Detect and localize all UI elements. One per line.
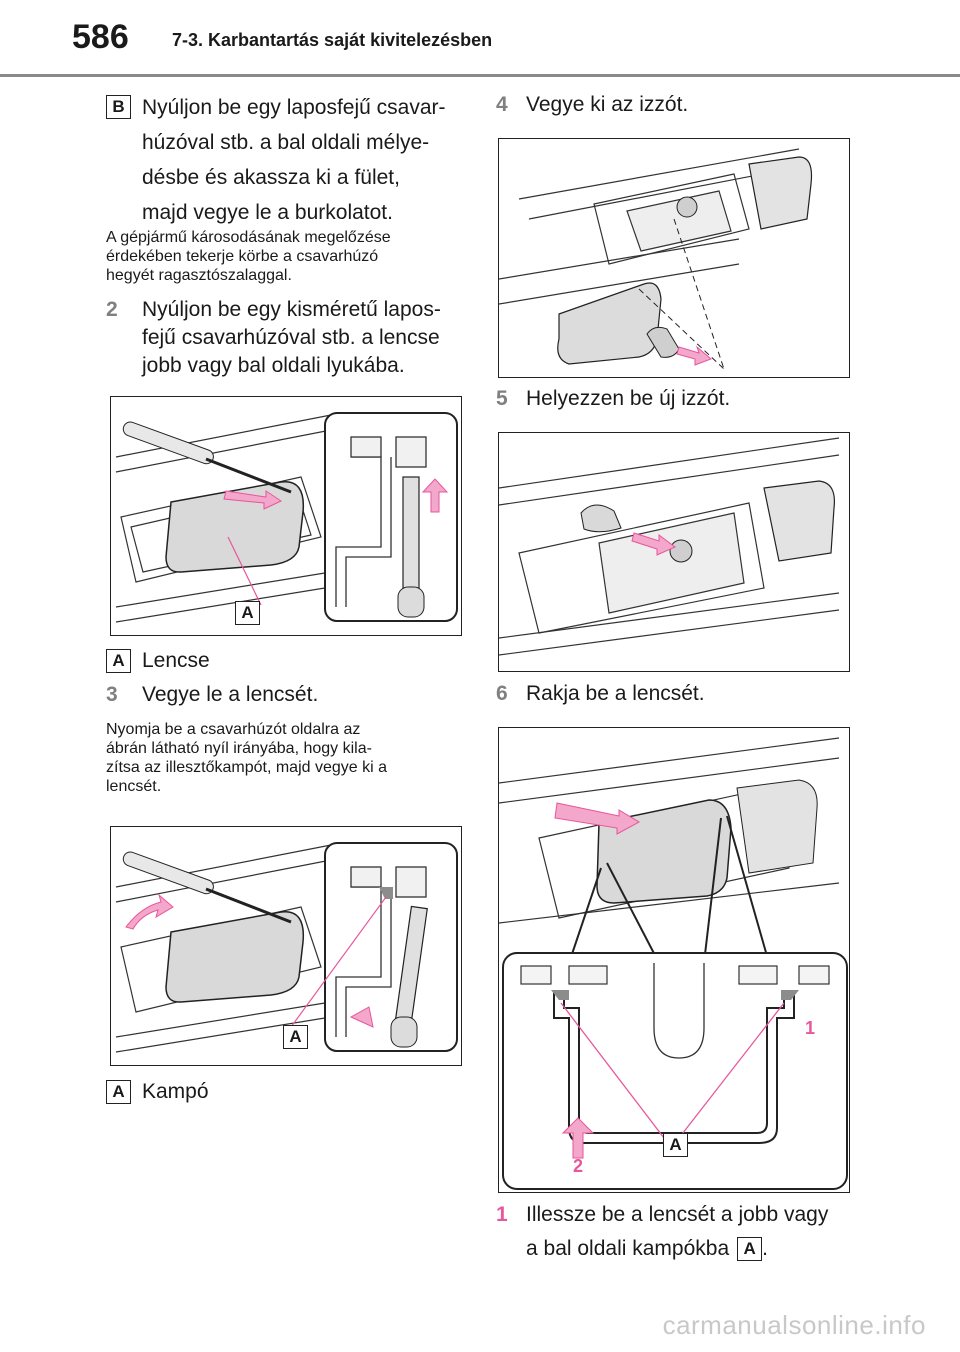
step-b-line: désbe és akassza ki a fület,	[142, 166, 400, 189]
figure-label-a: A	[283, 1025, 308, 1049]
figure-insert-screwdriver: A	[110, 396, 462, 636]
note-line: A gépjármű károsodásának megelőzése	[106, 229, 391, 246]
figure-remove-bulb	[498, 138, 850, 378]
step-2-line: jobb vagy bal oldali lyukába.	[142, 354, 405, 377]
step-b-marker-box: B	[106, 95, 131, 119]
step-b-line: húzóval stb. a bal oldali mélye-	[142, 131, 430, 154]
step-b-line: majd vegye le a burkolatot.	[142, 201, 393, 224]
note-line: Nyomja be a csavarhúzót oldalra az	[106, 721, 361, 738]
legend-hook: Kampó	[142, 1080, 209, 1103]
footer: carmanualsonline.info	[0, 1300, 960, 1352]
callout-number-2: 2	[573, 1156, 584, 1176]
header-rule	[0, 74, 960, 77]
note-line: lencsét.	[106, 778, 162, 795]
page-number: 586	[72, 18, 129, 56]
note-line: zítsa az illesztőkampót, majd vegye ki a	[106, 759, 388, 776]
step-2-line: fejű csavarhúzóval stb. a lencse	[142, 326, 440, 349]
substep-1-text: a bal oldali kampókba	[526, 1237, 730, 1260]
substep-1-marker: A	[737, 1237, 763, 1261]
figure-remove-lens: A	[110, 826, 462, 1066]
substep-1-line1: Illessze be a lencsét a jobb vagy	[526, 1203, 829, 1226]
step-2-number: 2	[106, 298, 118, 321]
substep-1-end: .	[762, 1237, 768, 1260]
note-tape: A gépjármű károsodásának megelőzése érde…	[106, 228, 466, 285]
legend-a-marker: A	[106, 1080, 131, 1104]
step-b-line: Nyúljon be egy laposfejű csavar-	[142, 96, 446, 119]
step-6-number: 6	[496, 682, 508, 705]
substep-1-number: 1	[496, 1203, 508, 1226]
watermark: carmanualsonline.info	[662, 1310, 926, 1340]
callout-number-1: 1	[805, 1018, 816, 1038]
figure-install-lens: A 1 2	[498, 727, 850, 1193]
step-2-line: Nyúljon be egy kisméretű lapos-	[142, 298, 441, 321]
figure-label-a: A	[235, 601, 260, 625]
step-b-marker: B	[106, 95, 131, 119]
figure-label-a: A	[663, 1133, 688, 1157]
step-4-text: Vegye ki az izzót.	[526, 93, 689, 116]
step-4-number: 4	[496, 93, 508, 116]
note-press: Nyomja be a csavarhúzót oldalra az ábrán…	[106, 720, 466, 796]
note-line: ábrán látható nyíl irányába, hogy kila-	[106, 740, 372, 757]
step-b-text: Nyúljon be egy laposfejű csavar- húzóval…	[142, 90, 472, 230]
section-title: 7-3. Karbantartás saját kivitelezésben	[172, 30, 493, 50]
legend-a-marker: A	[106, 649, 131, 673]
substep-1-line2: a bal oldali kampókba A .	[526, 1232, 768, 1266]
step-3-text: Vegye le a lencsét.	[142, 683, 319, 706]
step-3-number: 3	[106, 683, 118, 706]
figure-insert-bulb	[498, 432, 850, 672]
step-5-text: Helyezzen be új izzót.	[526, 387, 731, 410]
step-5-number: 5	[496, 387, 508, 410]
note-line: hegyét ragasztószalaggal.	[106, 267, 292, 284]
note-line: érdekében tekerje körbe a csavarhúzó	[106, 248, 379, 265]
step-6-text: Rakja be a lencsét.	[526, 682, 705, 705]
step-2-text: Nyúljon be egy kisméretű lapos- fejű csa…	[142, 296, 472, 380]
legend-lens: Lencse	[142, 649, 210, 672]
